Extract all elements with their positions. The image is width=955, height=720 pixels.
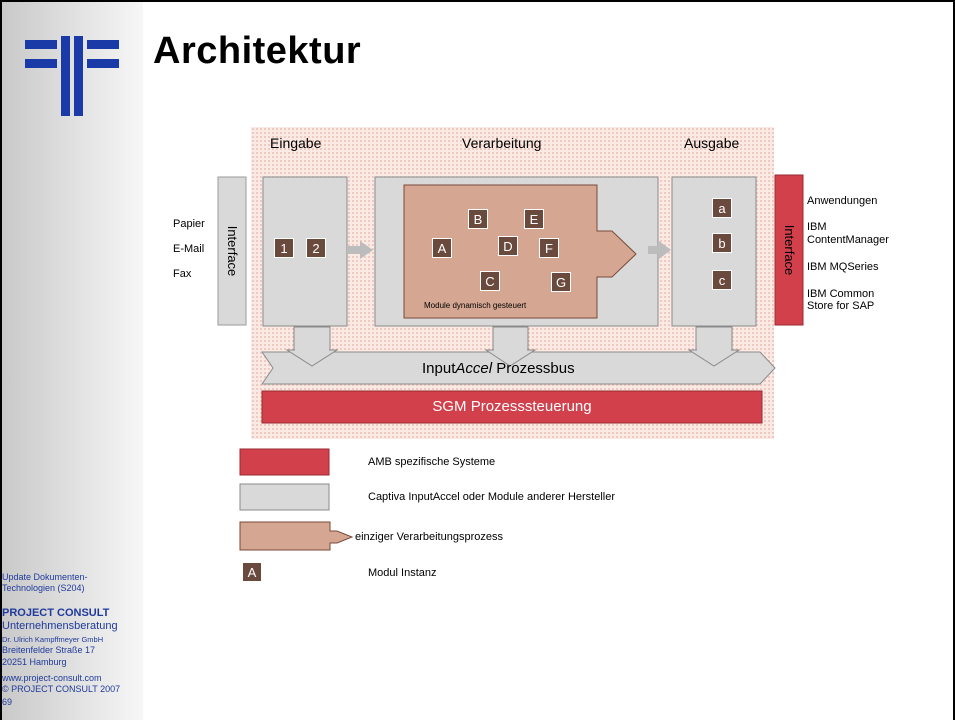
bus-label-input: Input [422, 360, 456, 377]
input-fax: Fax [173, 268, 192, 280]
output-ibm-cm-line2: ContentManager [807, 234, 889, 246]
sgm-label: SGM Prozesssteuerung [432, 398, 592, 415]
legend-process-swatch [239, 521, 354, 551]
input-email: E-Mail [173, 243, 205, 255]
module-b: b [712, 233, 732, 253]
section-input: Eingabe [270, 135, 322, 151]
output-applications: Anwendungen [807, 195, 878, 207]
legend-amb: AMB spezifische Systeme [368, 456, 496, 468]
bus-label: InputAccel Prozessbus [422, 360, 575, 377]
module-F: F [539, 238, 559, 258]
bus-label-accel: Accel [455, 360, 493, 377]
course-line-1: Update Dokumenten- [2, 572, 88, 582]
section-processing: Verarbeitung [462, 135, 542, 151]
company-sub: Unternehmensberatung [2, 620, 118, 632]
arrow-processing-to-output [648, 241, 671, 259]
top-border [0, 0, 955, 2]
company-name: PROJECT CONSULT [2, 607, 110, 619]
course-line-2: Technologien (S204) [2, 583, 85, 593]
legend-red-swatch [239, 448, 330, 476]
output-ibm-cs-line2: Store for SAP [807, 300, 875, 312]
legend-captiva: Captiva InputAccel oder Module anderer H… [368, 491, 616, 503]
output-ibm-cm-line1: IBM [807, 221, 827, 233]
arrow-input-to-processing [347, 241, 373, 259]
right-border [953, 0, 955, 720]
project-consult-logo [25, 36, 119, 116]
input-interface-label: Interface [225, 225, 240, 277]
module-C: C [480, 271, 500, 291]
module-A: A [432, 238, 452, 258]
left-border [0, 0, 2, 720]
sgm-control-bar [261, 390, 763, 424]
legend-process: einziger Verarbeitungsprozess [355, 531, 503, 543]
module-2: 2 [306, 238, 326, 258]
company-street: Breitenfelder Straße 17 [2, 645, 96, 655]
section-output: Ausgabe [684, 135, 740, 151]
module-B: B [468, 209, 488, 229]
company-person: Dr. Ulrich Kampffmeyer GmbH [2, 635, 104, 644]
module-c: c [712, 270, 732, 290]
process-shape [403, 184, 637, 319]
module-E: E [524, 209, 544, 229]
output-interface-label: Interface [782, 224, 797, 276]
page-title: Architektur [153, 30, 362, 72]
module-G: G [551, 272, 571, 292]
input-interface-box [217, 176, 247, 326]
module-1: 1 [274, 238, 294, 258]
copyright: © PROJECT CONSULT 2007 [2, 684, 121, 694]
output-ibm-mq: IBM MQSeries [807, 261, 879, 273]
company-web: www.project-consult.com [2, 673, 102, 683]
module-a: a [712, 198, 732, 218]
processing-caption: Module dynamisch gesteuert [424, 301, 527, 310]
output-interface-box [774, 174, 804, 326]
bus-label-rest: Prozessbus [492, 360, 575, 377]
page-number: 69 [2, 697, 13, 707]
sidebar [0, 0, 143, 720]
input-paper: Papier [173, 218, 205, 230]
legend-module-instance: Modul Instanz [368, 567, 437, 579]
output-ibm-cs-line1: IBM Common [807, 288, 875, 300]
legend-module-sample: A [242, 562, 262, 582]
module-D: D [498, 236, 518, 256]
company-city: 20251 Hamburg [2, 657, 67, 667]
legend-gray-swatch [239, 483, 330, 511]
